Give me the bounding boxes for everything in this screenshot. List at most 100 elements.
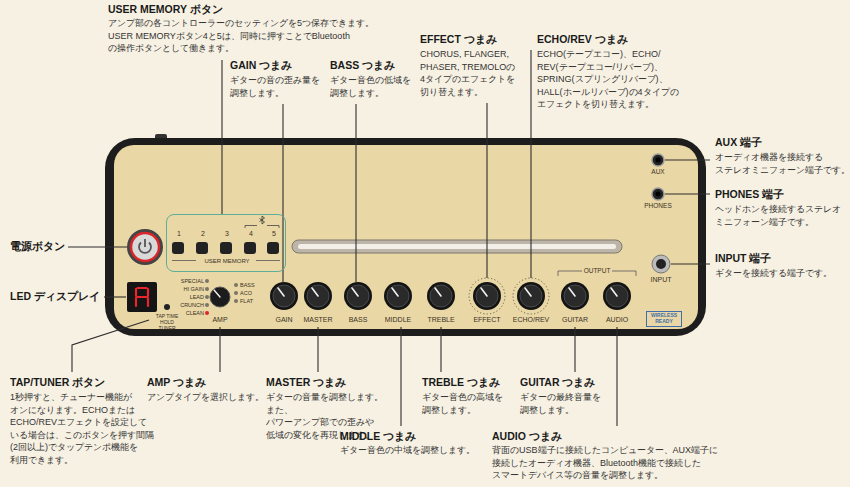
memory-button bbox=[244, 242, 256, 254]
memory-button bbox=[220, 242, 232, 254]
group-rule bbox=[172, 260, 196, 261]
callout-title: PHONES 端子 bbox=[715, 188, 784, 201]
knob-scale bbox=[469, 278, 505, 314]
knob bbox=[344, 282, 372, 310]
memory-button bbox=[267, 242, 279, 254]
knob-scale bbox=[513, 278, 549, 314]
input-jack bbox=[652, 255, 670, 273]
wireless-badge: WIRELESS READY bbox=[646, 311, 682, 327]
leader-line bbox=[486, 103, 487, 278]
amp-type-label: ACO bbox=[240, 290, 266, 297]
knob-label: ECHO/REV bbox=[506, 316, 556, 324]
button-number: 5 bbox=[268, 230, 280, 238]
callout-title: TREBLE つまみ bbox=[422, 376, 500, 389]
callout-description: アンプ部の各コントローラーのセッティングを5つ保存できます。 USER MEMO… bbox=[108, 17, 388, 55]
handle-slot bbox=[292, 240, 622, 253]
leader-line bbox=[355, 104, 356, 282]
amp-knob-pointer bbox=[214, 290, 220, 297]
tap-button bbox=[164, 304, 170, 310]
callout-description: CHORUS, FLANGER, PHASER, TREMOLOの 4タイプのエ… bbox=[420, 48, 528, 98]
led-display bbox=[127, 282, 157, 312]
phones-jack bbox=[652, 188, 664, 200]
leader-line bbox=[68, 246, 127, 247]
callout-description: ギター音色の中域を調整します。 bbox=[340, 444, 480, 457]
callout-title: AUX 端子 bbox=[715, 136, 762, 149]
memory-button bbox=[172, 242, 184, 254]
amp-type-label: FLAT bbox=[240, 298, 266, 305]
knob bbox=[603, 282, 631, 310]
callout-title: EFFECT つまみ bbox=[420, 33, 497, 46]
leader-line bbox=[665, 159, 710, 160]
button-number: 1 bbox=[173, 230, 185, 238]
callout-title: MIDDLE つまみ bbox=[340, 430, 416, 443]
output-label: OUTPUT bbox=[582, 267, 612, 275]
amp-type-led bbox=[205, 287, 209, 291]
leader-line bbox=[317, 327, 318, 372]
leader-line bbox=[104, 296, 126, 297]
callout-title: AMP つまみ bbox=[147, 376, 206, 389]
amp-type-led bbox=[234, 283, 238, 287]
callout-title: AUDIO つまみ bbox=[492, 430, 562, 443]
led-segments bbox=[136, 288, 148, 306]
aux-jack bbox=[652, 154, 664, 166]
amp-type-led bbox=[205, 279, 209, 283]
callout-title: MASTER つまみ bbox=[266, 376, 346, 389]
button-label: TAP TIME HOLD TUNER bbox=[152, 313, 182, 331]
callout-description: ギターの音の歪み量を 調整します。 bbox=[230, 74, 326, 99]
amp-type-led bbox=[234, 291, 238, 295]
leader-line bbox=[616, 327, 617, 426]
bluetooth-bracket bbox=[245, 226, 279, 229]
bluetooth-icon bbox=[260, 216, 265, 224]
jack-label: AUX bbox=[643, 168, 673, 176]
amp-type-label: CRUNCH bbox=[170, 302, 204, 309]
leader-line bbox=[440, 327, 441, 372]
callout-description: ギターを接続する端子です。 bbox=[715, 267, 847, 280]
callout-description: ECHO(テープエコー)、ECHO/ REV(テープエコー/リバーブ)、 SPR… bbox=[537, 48, 695, 111]
callout-description: ギターの最終音量を 調整します。 bbox=[520, 391, 612, 416]
knob bbox=[517, 282, 545, 310]
amp-type-led bbox=[205, 311, 209, 315]
leader-line bbox=[530, 50, 531, 278]
callout-description: 1秒押すと、チューナー機能が オンになります。ECHOまたは ECHO/REVエ… bbox=[10, 391, 160, 466]
leader-line bbox=[282, 104, 283, 282]
jack-label: INPUT bbox=[643, 276, 679, 284]
callout-description: ヘッドホンを接続するステレオ ミニフォーン端子です。 bbox=[715, 203, 847, 228]
leader-line bbox=[72, 320, 149, 372]
user-memory-group: 12345USER MEMORY bbox=[166, 214, 286, 272]
callout-description: オーディオ機器を接続する ステレオミニフォーン端子です。 bbox=[715, 151, 847, 176]
callout-description: 背面のUSB端子に接続したコンピューター、AUX端子に 接続したオーディオ機器、… bbox=[492, 444, 740, 482]
amp-type-label: BASS bbox=[240, 282, 266, 289]
knob-label: AMP bbox=[205, 316, 235, 324]
amp-knob bbox=[210, 287, 230, 307]
callout-title: USER MEMORY ボタン bbox=[108, 3, 223, 16]
memory-button bbox=[196, 242, 208, 254]
amp-type-led bbox=[234, 299, 238, 303]
knob-label: TREBLE bbox=[416, 316, 466, 324]
callout-title: ECHO/REV つまみ bbox=[537, 33, 628, 46]
power-icon bbox=[144, 239, 146, 247]
leader-line bbox=[665, 193, 710, 194]
leader-line bbox=[400, 327, 401, 426]
leader-line bbox=[219, 327, 220, 372]
amp-type-label: SPECIAL bbox=[170, 278, 204, 285]
jack-label: PHONES bbox=[640, 202, 676, 210]
power-button bbox=[131, 233, 159, 261]
callout-title: INPUT 端子 bbox=[715, 252, 771, 265]
button-number: 4 bbox=[245, 230, 257, 238]
knob-label: GUITAR bbox=[550, 316, 600, 324]
phones-jack-hole bbox=[656, 192, 661, 197]
knob bbox=[304, 282, 332, 310]
knob-label: MIDDLE bbox=[373, 316, 423, 324]
leader-line bbox=[671, 263, 710, 264]
knob bbox=[561, 282, 589, 310]
knob-label: MASTER bbox=[293, 316, 343, 324]
knob-label: BASS bbox=[333, 316, 383, 324]
leader-line bbox=[221, 60, 222, 214]
knob-label: AUDIO bbox=[592, 316, 642, 324]
amp-type-led bbox=[205, 295, 209, 299]
knob bbox=[384, 282, 412, 310]
amp-panel: AUXPHONESINPUTOUTPUTSPECIALHI GAINLEADCR… bbox=[105, 138, 706, 336]
aux-jack-hole bbox=[656, 158, 661, 163]
handle-slot-inner bbox=[298, 244, 616, 249]
